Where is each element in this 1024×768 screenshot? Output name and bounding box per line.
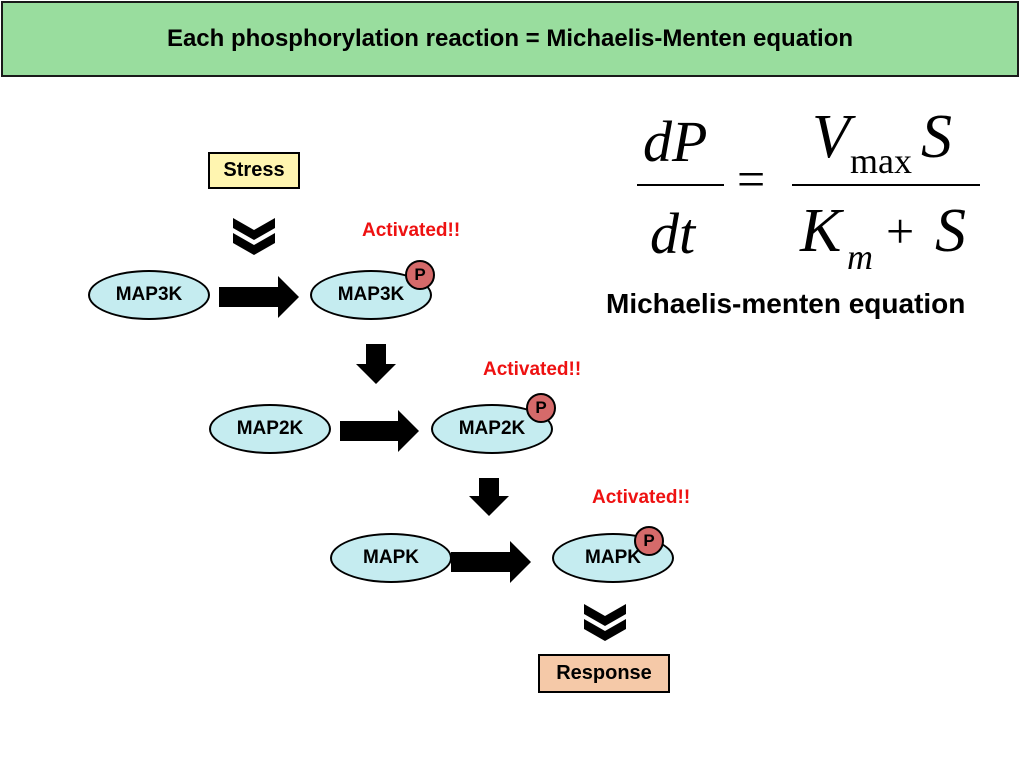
down-arrow-icon-2 xyxy=(469,478,509,516)
equation-km: K xyxy=(800,197,842,265)
double-chevron-icon-response xyxy=(584,604,626,641)
right-arrow-icon-row1 xyxy=(219,276,299,318)
equation-vmax: V xyxy=(812,103,850,171)
right-arrow-icon-row3 xyxy=(451,541,531,583)
double-chevron-icon-stress xyxy=(233,218,275,255)
slide-title: Each phosphorylation reaction = Michaeli… xyxy=(1,1,1019,77)
down-arrow-icon-1 xyxy=(356,344,396,384)
activated-label-mapk: Activated!! xyxy=(592,487,691,508)
equation-m-subscript: m xyxy=(847,237,873,277)
equation-max-subscript: max xyxy=(850,141,912,181)
equation-numerator-dp: dP xyxy=(643,109,708,174)
equation-denominator-dt: dt xyxy=(650,201,696,266)
phospho-badge-mapk: P xyxy=(634,526,664,556)
activated-label-map3k: Activated!! xyxy=(362,220,461,241)
map3k-inactive-node: MAP3K xyxy=(88,270,210,320)
equation-s-denominator: S xyxy=(935,197,966,265)
activated-label-map2k: Activated!! xyxy=(483,359,582,380)
equation-plus: + xyxy=(886,203,915,259)
stress-box: Stress xyxy=(208,152,300,189)
equation-s-numerator: S xyxy=(921,103,952,171)
phospho-badge-map2k: P xyxy=(526,393,556,423)
equation-caption: Michaelis-menten equation xyxy=(606,288,966,319)
map2k-inactive-node: MAP2K xyxy=(209,404,331,454)
mapk-inactive-node: MAPK xyxy=(330,533,452,583)
phospho-badge-map3k: P xyxy=(405,260,435,290)
right-arrow-icon-row2 xyxy=(340,410,419,452)
equation-equals: = xyxy=(737,151,766,207)
response-box: Response xyxy=(538,654,670,693)
